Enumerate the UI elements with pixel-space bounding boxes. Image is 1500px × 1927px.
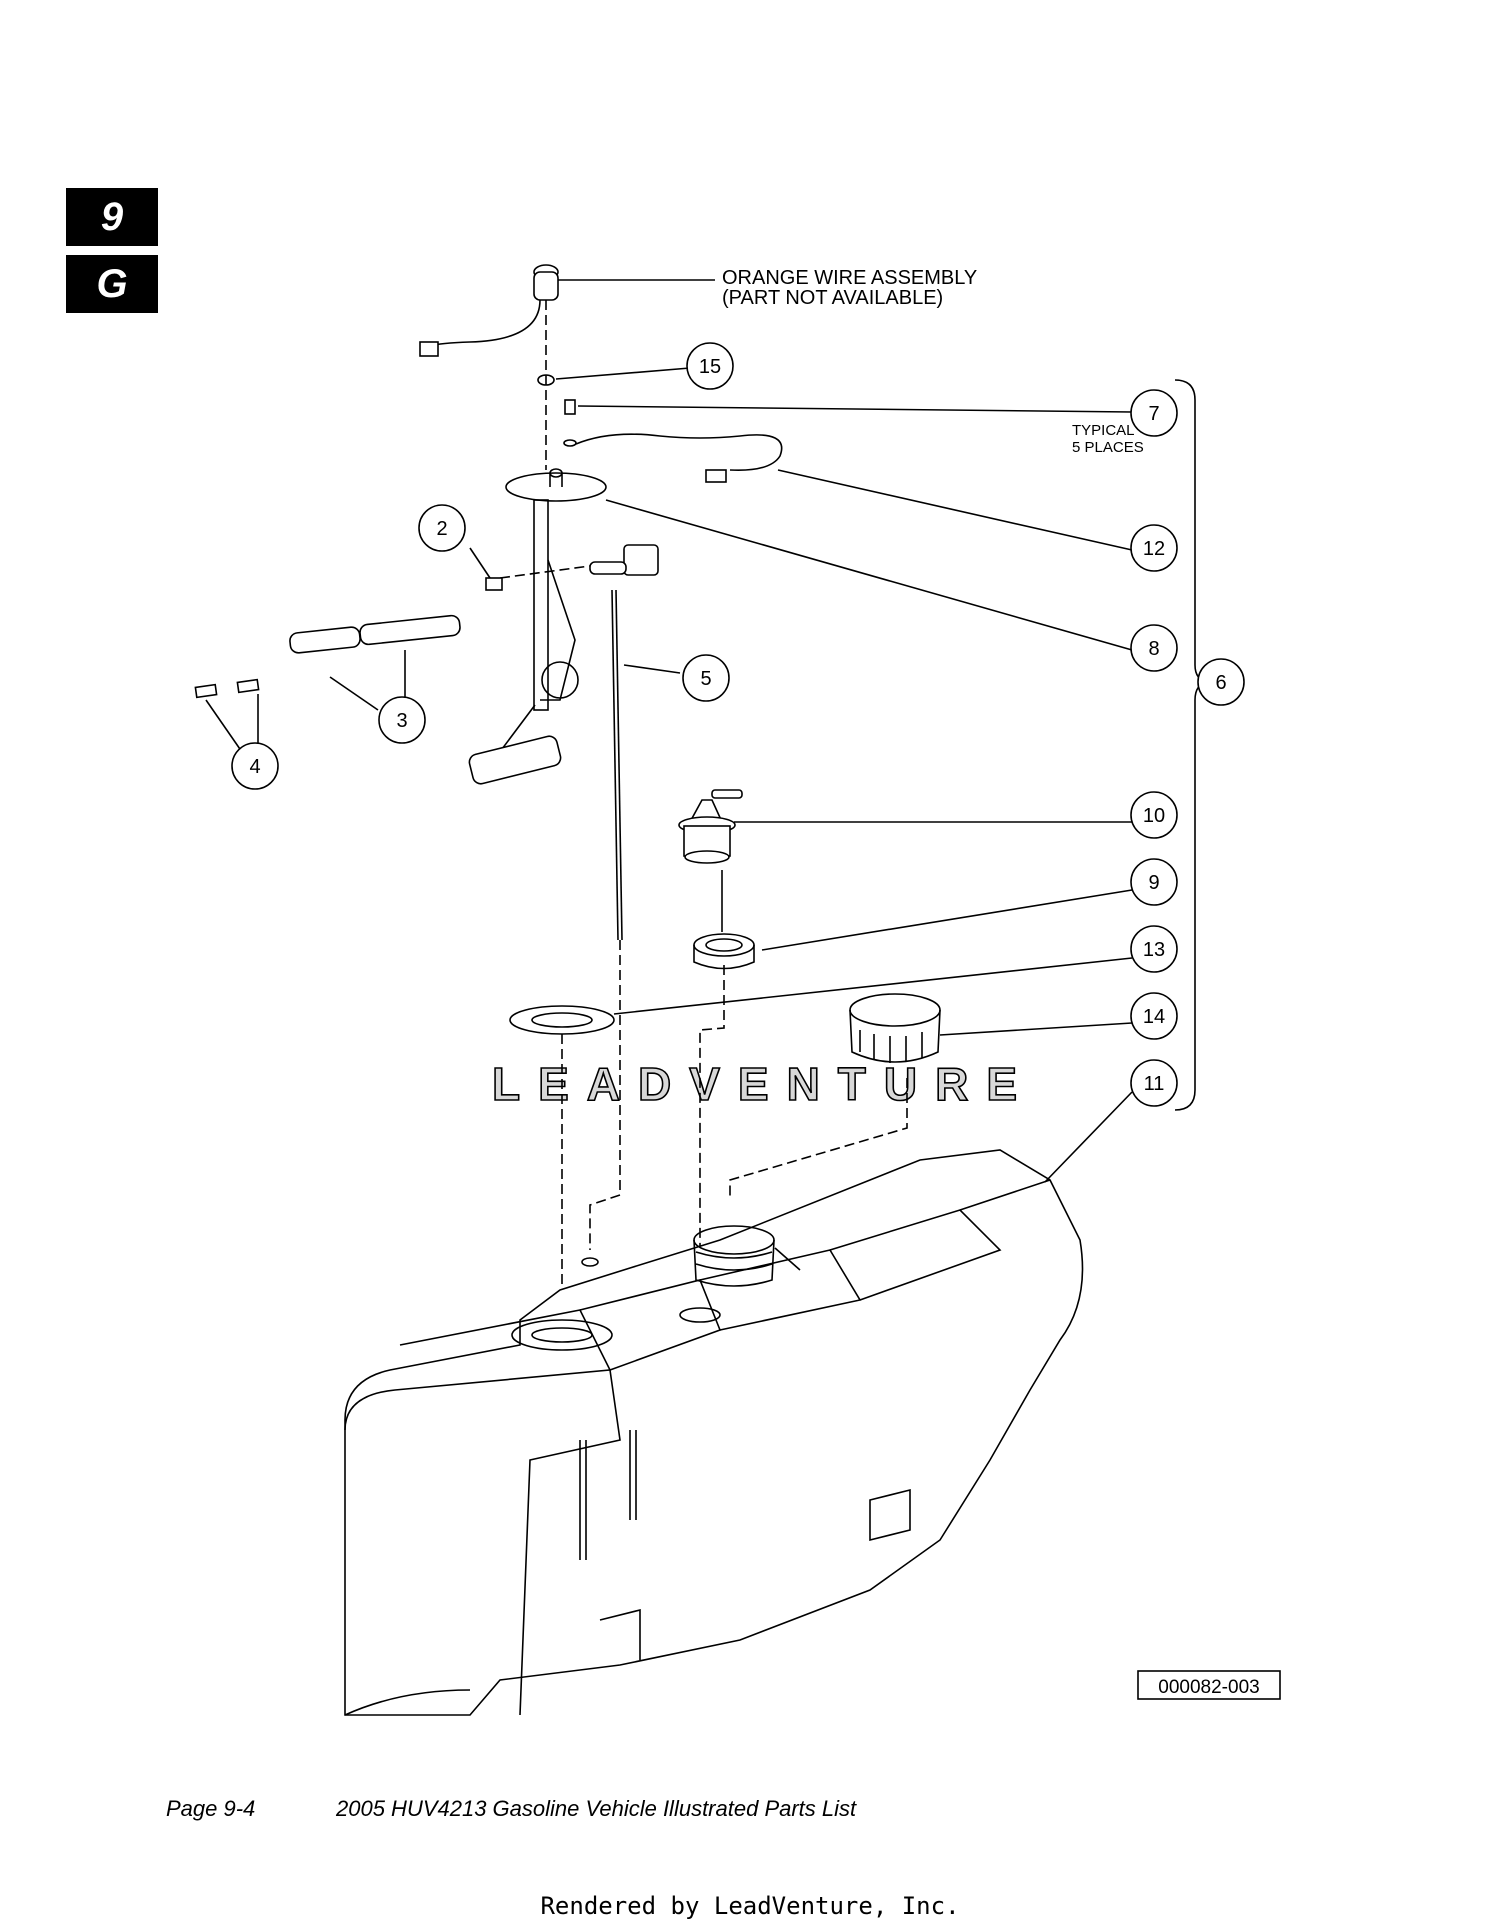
- callout-10: 10: [1143, 805, 1165, 827]
- drawing-number-box: [1137, 1670, 1281, 1700]
- callout-7: 7: [1148, 403, 1159, 425]
- callout-14: 14: [1143, 1006, 1165, 1028]
- drawing-number: 000082-003: [1158, 1677, 1259, 1698]
- part-not-available-label: (PART NOT AVAILABLE): [722, 287, 943, 309]
- item-6-bracket: [1174, 379, 1209, 1111]
- callout-4: 4: [249, 756, 260, 778]
- part-8-sending-unit: [468, 468, 1133, 785]
- chapter-tab: 9: [66, 188, 158, 246]
- callout-15: 15: [699, 356, 721, 378]
- watermark: LEADVENTURE: [492, 1058, 1035, 1110]
- part-5-pickup-tube: [589, 544, 681, 1250]
- part-2-clamp: [469, 547, 503, 591]
- part-7-screw: [564, 399, 1133, 415]
- callout-11: 11: [1144, 1073, 1165, 1095]
- part-14-fuel-cap: [729, 993, 1133, 1200]
- part-10-vent-valve: [678, 789, 1132, 932]
- footer-page-number: Page 9-4: [166, 1796, 256, 1821]
- rendered-by-credit: Rendered by LeadVenture, Inc.: [540, 1892, 960, 1920]
- callout-12: 12: [1143, 538, 1165, 560]
- callout-9: 9: [1148, 872, 1159, 894]
- typical-label: TYPICAL: [1072, 422, 1135, 439]
- callout-circles: [231, 342, 1245, 1107]
- part-11-fuel-tank: [344, 1091, 1133, 1716]
- part-4-pins: [194, 678, 260, 753]
- callout-6: 6: [1215, 672, 1226, 694]
- orange-wire-assembly: [419, 264, 715, 357]
- section-tab: G: [66, 255, 158, 313]
- part-9-grommet: [693, 889, 1133, 1250]
- footer-document-title: 2005 HUV4213 Gasoline Vehicle Illustrate…: [336, 1796, 857, 1821]
- callout-13: 13: [1143, 939, 1165, 961]
- part-15-nut: [537, 367, 691, 386]
- part-3-hose: [289, 614, 461, 711]
- orange-wire-label: ORANGE WIRE ASSEMBLY: [722, 267, 977, 289]
- five-places-label: 5 PLACES: [1072, 439, 1144, 456]
- callout-3: 3: [396, 710, 407, 732]
- callout-5: 5: [700, 668, 711, 690]
- callout-2: 2: [436, 518, 447, 540]
- callout-8: 8: [1148, 638, 1159, 660]
- part-12-ground-wire: [563, 433, 1133, 551]
